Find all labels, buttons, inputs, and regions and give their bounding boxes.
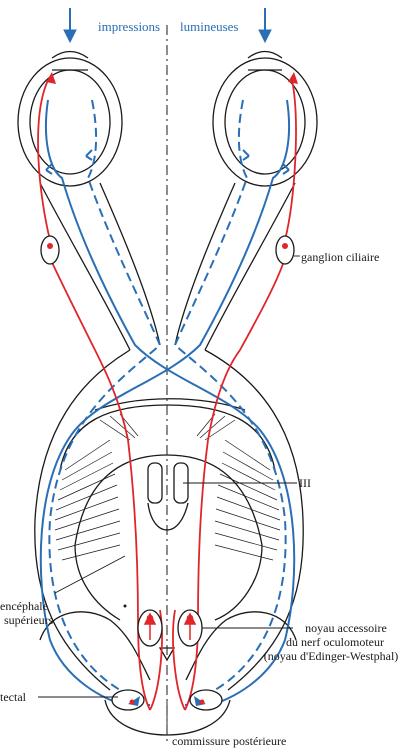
light-arrow-left-icon <box>64 8 76 42</box>
ciliary-ganglion-left <box>41 236 59 264</box>
right-eye <box>213 52 317 187</box>
midbrain-dot <box>124 605 127 608</box>
nerve-iii-label: III <box>299 477 311 490</box>
commissure-label: commissure postérieure <box>172 735 286 748</box>
header-impressions: impressions <box>98 20 160 33</box>
header-lumineuses: lumineuses <box>180 20 239 33</box>
ganglion-dot-left <box>47 243 53 249</box>
ganglion-label: ganglion ciliaire <box>301 251 379 264</box>
nucleus-label-line3: (noyau d'Edinger-Westphal) <box>255 650 407 663</box>
left-label-line2: supérieurs <box>4 614 53 627</box>
ganglion-dot-right <box>282 243 288 249</box>
nucleus-label-line2: du nerf oculomoteur <box>270 636 400 649</box>
left-label-line3: tectal <box>0 691 26 704</box>
left-label-line1: encéphale <box>0 600 48 613</box>
ciliary-ganglion-right <box>276 236 294 264</box>
nucleus-label-line1: noyau accessoire <box>296 622 396 635</box>
midbrain-outline <box>40 405 296 735</box>
left-eye <box>18 52 122 187</box>
efferent-arrowheads <box>45 72 298 262</box>
light-arrow-right-icon <box>259 8 271 42</box>
